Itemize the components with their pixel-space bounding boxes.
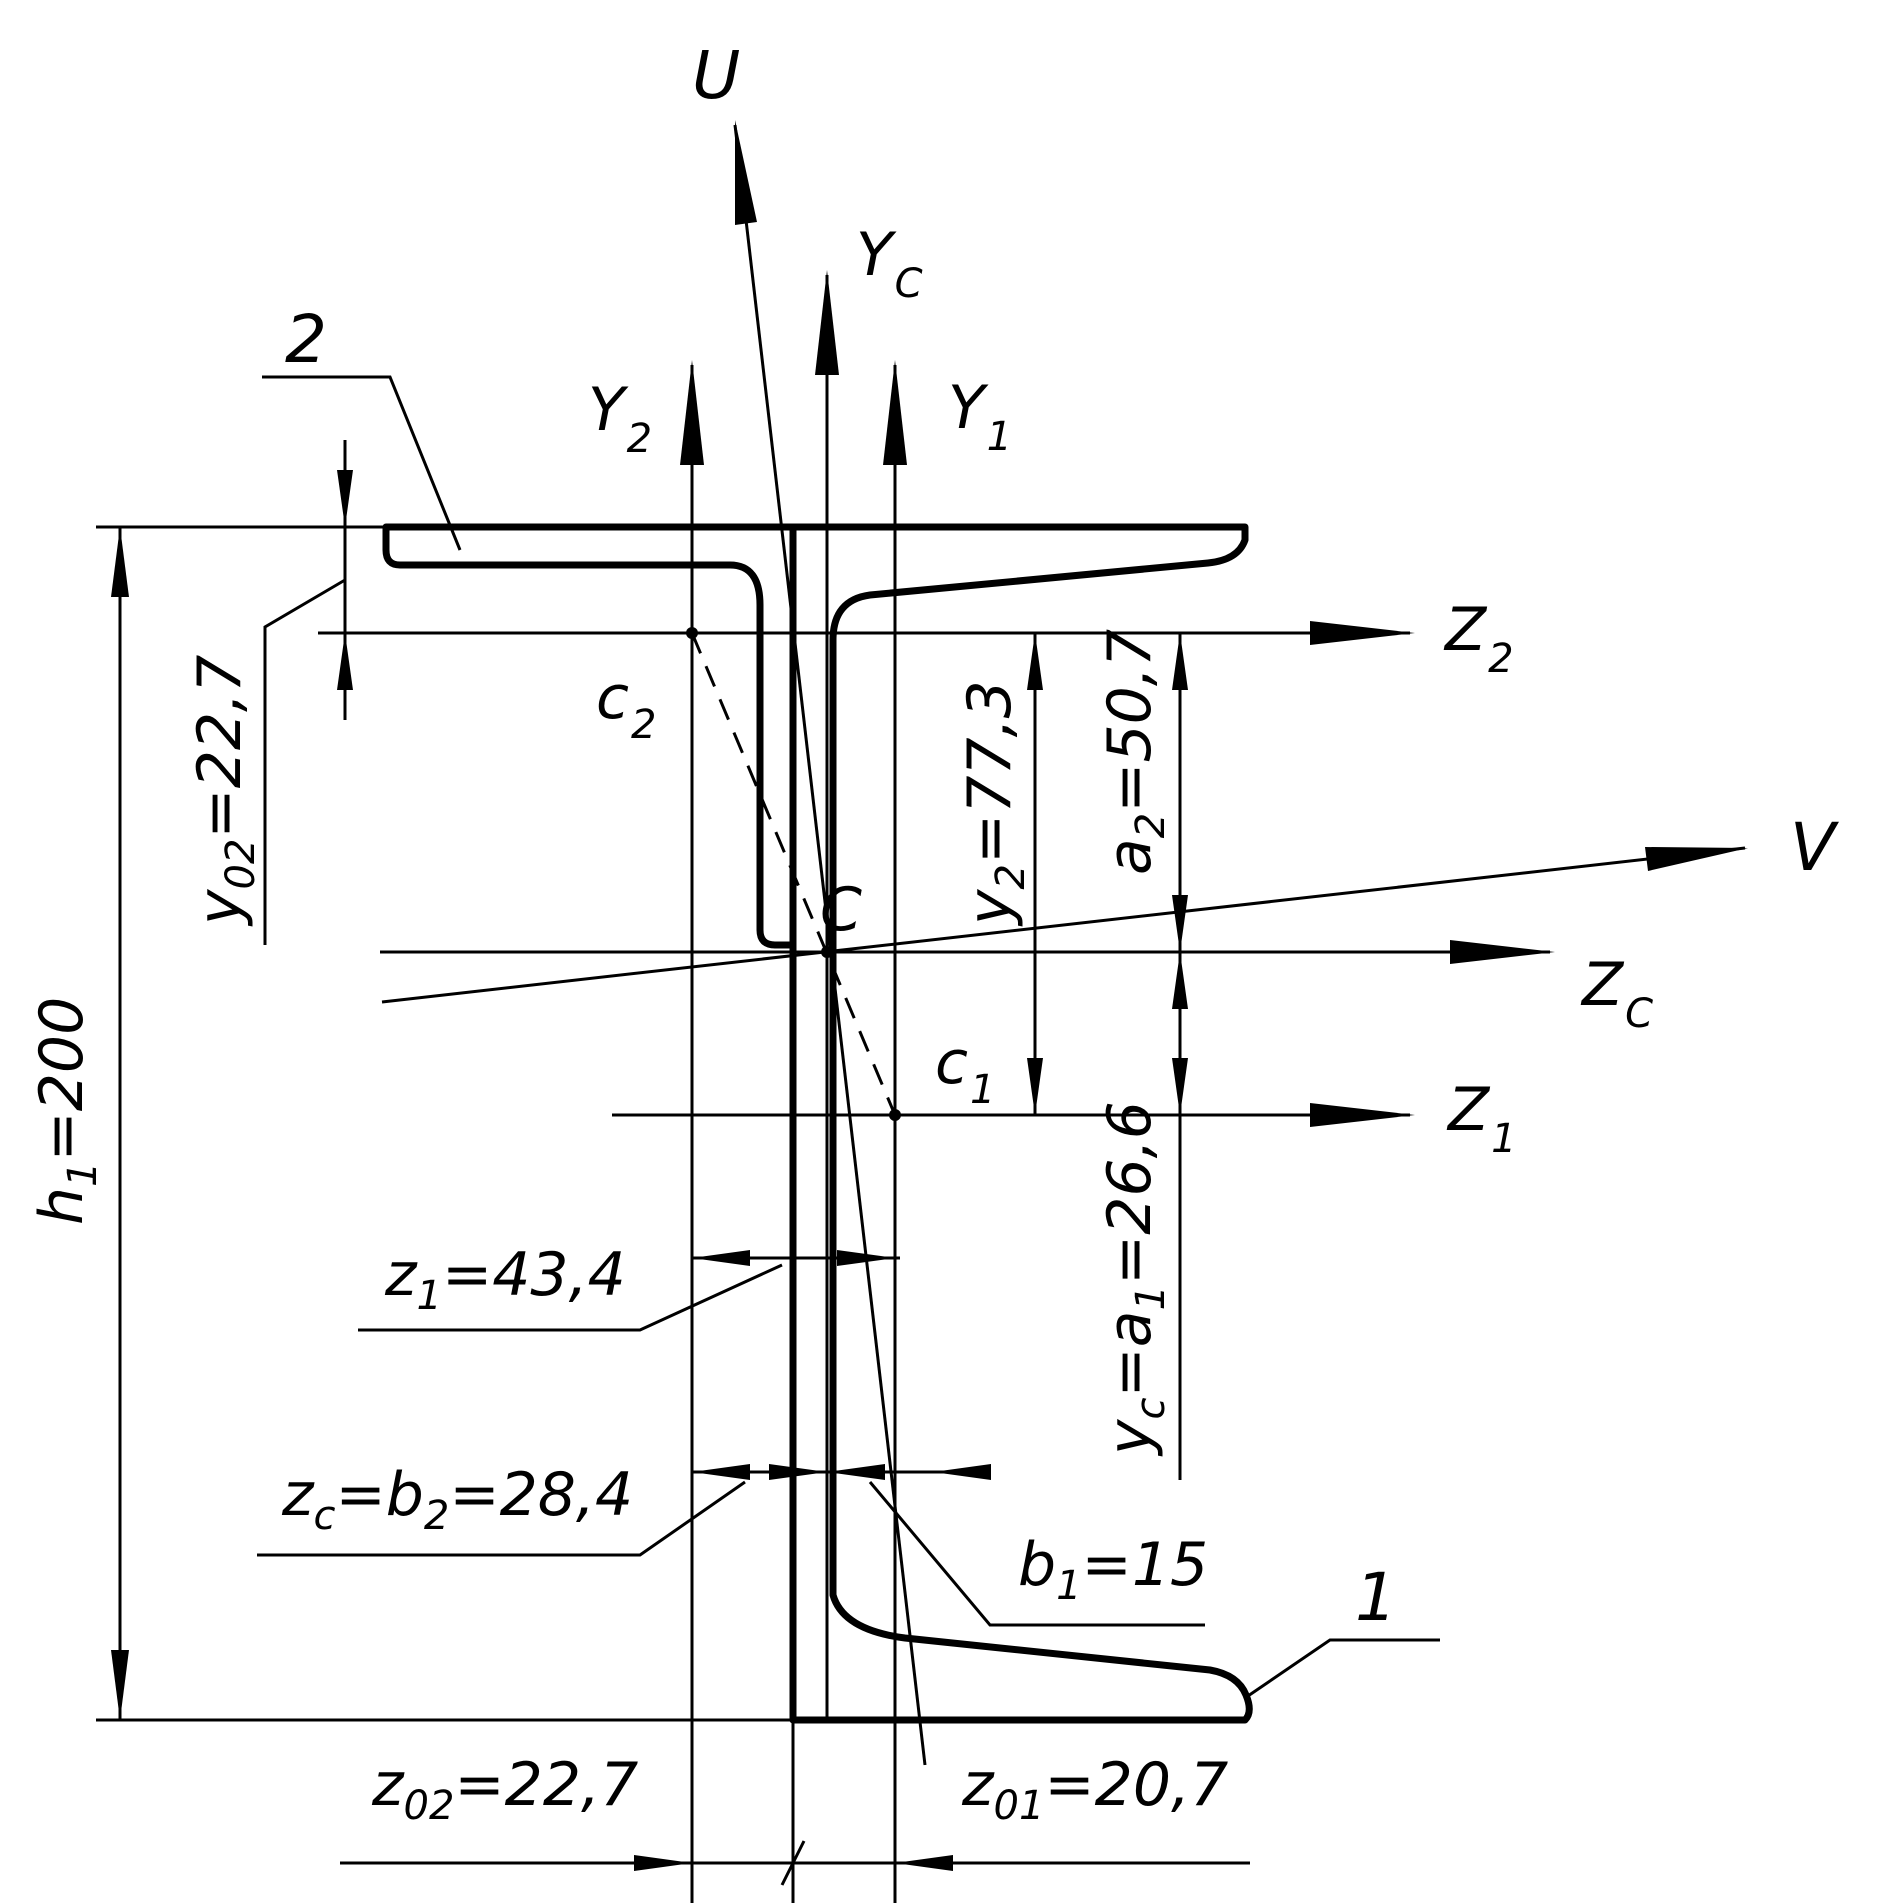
axis-y1-label: Y1 [948, 373, 1012, 460]
dim-z02: z02=22,7 [371, 1750, 638, 1829]
dim-y02: y02=22,7 [185, 655, 264, 927]
point-c2-label: c2 [596, 663, 656, 748]
point-c1-label: c1 [935, 1028, 995, 1113]
centroid-points [686, 627, 901, 1121]
axis-arrowheads [680, 120, 1748, 1127]
point-c-label: C [820, 875, 862, 945]
dim-z01: z01=20,7 [961, 1750, 1228, 1829]
c-dot [821, 946, 833, 958]
dim-h1: h1=200 [27, 997, 106, 1225]
axis-lines [318, 124, 1746, 1903]
part-2-label: 2 [285, 301, 327, 378]
c1-dot [889, 1109, 901, 1121]
dim-y2: y2=77,3 [955, 680, 1034, 927]
v-arrowhead [1645, 847, 1748, 871]
z1-arrowhead [1310, 1103, 1415, 1127]
channel-section-1 [789, 523, 1253, 1724]
dimension-arrowheads [111, 470, 1188, 1871]
yc-arrowhead [815, 270, 839, 375]
part-1-label: 1 [1355, 1559, 1397, 1636]
dimension-lines [96, 375, 1440, 1886]
dim-a2: a2=50,7 [1095, 629, 1174, 875]
zc-arrowhead [1450, 940, 1555, 964]
c2-dot [686, 627, 698, 639]
dim-yc: yc=a1=26,6 [1095, 1101, 1174, 1457]
axis-zc-label: ZC [1580, 950, 1653, 1037]
z2-arrowhead [1310, 621, 1415, 645]
y1-arrowhead [883, 360, 907, 465]
y2-arrowhead [680, 360, 704, 465]
axis-u-label: U [692, 37, 740, 114]
dim-zc: zc=b2=28,4 [281, 1460, 633, 1539]
angle-section-2 [382, 523, 797, 949]
axis-v-label: V [1790, 809, 1839, 886]
axis-y2-label: Y2 [588, 375, 652, 462]
dim-b1: b1=15 [1018, 1530, 1208, 1609]
axis-yc-label: YC [856, 220, 923, 307]
u-arrowhead [735, 120, 757, 225]
dim-z1: z1=43,4 [384, 1240, 626, 1319]
axis-z1-label: Z1 [1446, 1075, 1517, 1162]
axis-z2-label: Z2 [1443, 595, 1514, 682]
